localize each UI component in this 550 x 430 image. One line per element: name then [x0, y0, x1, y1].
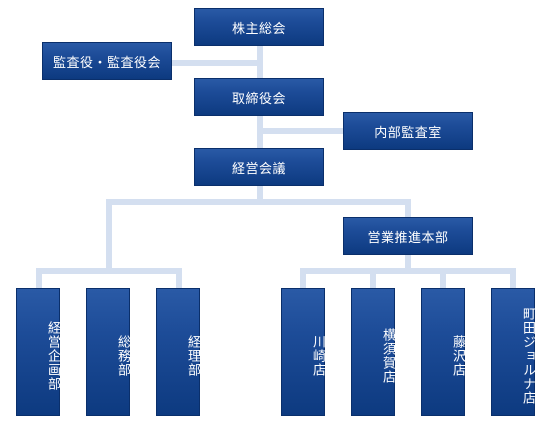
box-store-kawasaki: 川崎店	[281, 288, 325, 416]
connector-branch-horizontal	[106, 199, 411, 205]
connector-to-sales-hq	[405, 199, 411, 219]
connector-main-trunk	[257, 44, 263, 204]
connector-store-1	[300, 268, 306, 288]
connector-dept-trunk	[106, 199, 112, 273]
box-dept-accounting: 経理部	[156, 288, 200, 416]
box-internal-audit: 内部監査室	[343, 112, 473, 150]
box-dept-corporate-planning: 経営企画部	[16, 288, 60, 416]
box-sales-headquarters: 営業推進本部	[343, 217, 473, 255]
box-store-fujisawa: 藤沢店	[421, 288, 465, 416]
box-store-yokosuka: 横須賀店	[351, 288, 395, 416]
box-dept-general-affairs: 総務部	[86, 288, 130, 416]
connector-store-horizontal	[300, 268, 516, 274]
connector-dept-1	[36, 268, 42, 288]
connector-internal-audit	[257, 128, 345, 134]
connector-store-2	[370, 268, 376, 288]
connector-auditors	[172, 60, 260, 66]
connector-store-4	[510, 268, 516, 288]
box-store-machida-jorna: 町田ジョルナ店	[491, 288, 535, 416]
box-shareholders-meeting: 株主総会	[194, 8, 324, 46]
connector-store-3	[440, 268, 446, 288]
box-management-meeting: 経営会議	[194, 148, 324, 186]
box-board-of-directors: 取締役会	[194, 78, 324, 116]
connector-dept-3	[176, 268, 182, 288]
connector-store-trunk	[405, 255, 411, 274]
box-auditors: 監査役・監査役会	[42, 42, 172, 80]
connector-dept-horizontal	[36, 268, 182, 274]
